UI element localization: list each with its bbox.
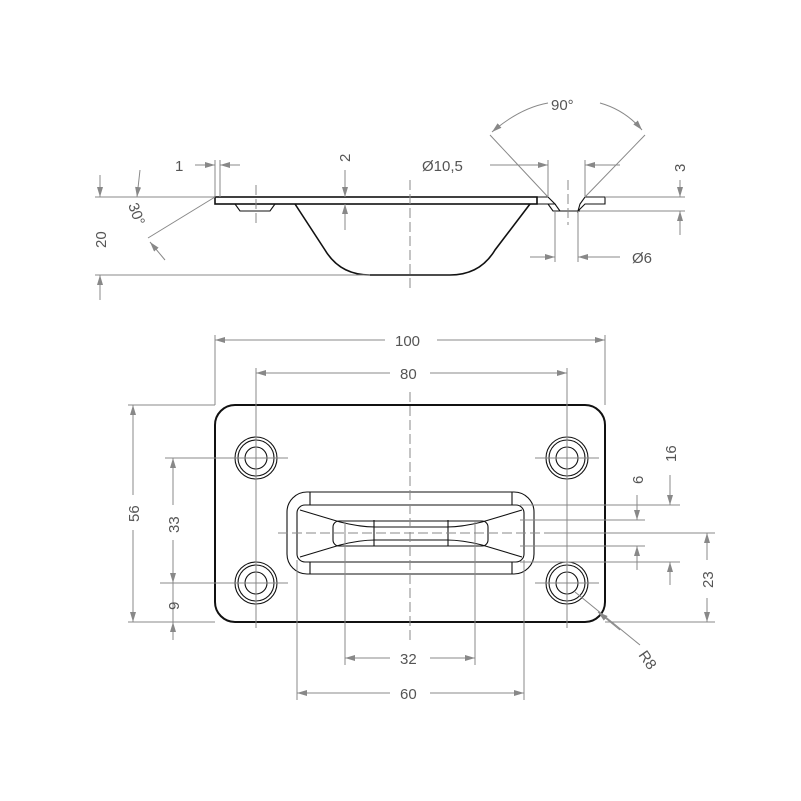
dim-60-label: 60	[400, 686, 417, 703]
dim-23-label: 23	[700, 571, 717, 588]
dim-dia-6-label: Ø6	[632, 250, 652, 267]
dish-profile	[294, 203, 531, 276]
countersink-left	[234, 203, 276, 212]
hatched-section-left	[536, 196, 557, 205]
dim-56-label: 56	[126, 505, 143, 522]
dim-33-label: 33	[166, 516, 183, 533]
side-view: 1 2 Ø10,5 90° 3 Ø6 20	[93, 97, 689, 300]
dim-80-label: 80	[400, 366, 417, 383]
dim-r8-label: R8	[635, 648, 660, 673]
dim-1-label: 1	[175, 158, 183, 175]
dim-32-label: 32	[400, 651, 417, 668]
dim-dia-10-5-label: Ø10,5	[422, 158, 463, 175]
dim-3-label: 3	[672, 164, 689, 172]
dim-2-label: 2	[337, 154, 354, 162]
hatched-section-right	[576, 196, 606, 213]
dim-100-label: 100	[395, 333, 420, 350]
plate-section	[214, 196, 538, 205]
top-view: 100 80 56 33 9 16 6 23	[126, 333, 717, 703]
dim-30deg-label: 30°	[124, 201, 148, 228]
dim-16-label: 16	[663, 445, 680, 462]
dim-6-label: 6	[630, 476, 647, 484]
dim-20-label: 20	[93, 231, 110, 248]
dim-9-label: 9	[166, 602, 183, 610]
dim-90deg-label: 90°	[551, 97, 574, 114]
